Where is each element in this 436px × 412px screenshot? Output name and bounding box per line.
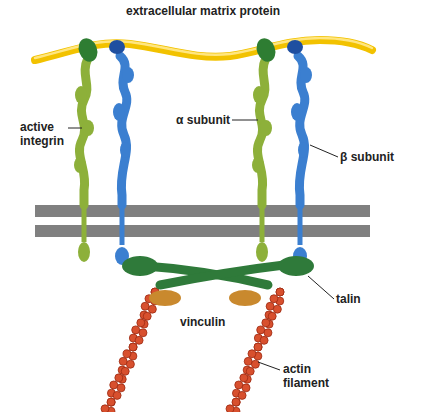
actin-bead bbox=[107, 398, 115, 406]
talin-head bbox=[122, 256, 158, 276]
actin-bead bbox=[244, 357, 252, 365]
vinculin-shape bbox=[229, 290, 261, 306]
leader-line bbox=[68, 128, 82, 129]
leader-line bbox=[308, 276, 334, 299]
actin-bead bbox=[232, 398, 240, 406]
actin-bead bbox=[135, 336, 143, 344]
actin-bead bbox=[254, 343, 262, 351]
actin-bead bbox=[257, 326, 265, 334]
actin-bead bbox=[240, 374, 248, 382]
actin-bead bbox=[115, 374, 123, 382]
actin-bead bbox=[270, 295, 278, 303]
actin-bead bbox=[264, 329, 272, 337]
actin-bead bbox=[266, 302, 274, 310]
leader-line bbox=[310, 145, 338, 157]
actin-bead bbox=[276, 288, 284, 296]
actin-filaments bbox=[101, 288, 284, 412]
part-label: active integrin bbox=[20, 120, 70, 148]
actin-bead bbox=[119, 357, 127, 365]
actin-bead bbox=[242, 384, 250, 392]
leader-line bbox=[232, 120, 258, 121]
leader-line bbox=[258, 362, 280, 370]
actin-bead bbox=[148, 305, 156, 313]
part-label: α subunit bbox=[176, 113, 230, 127]
actin-bead bbox=[246, 367, 254, 375]
actin-bead bbox=[129, 343, 137, 351]
part-label: actin filament bbox=[283, 362, 337, 390]
integrin-pair-left bbox=[74, 36, 134, 265]
actin-bead bbox=[139, 329, 147, 337]
actin-bead bbox=[143, 312, 151, 320]
actin-bead bbox=[268, 312, 276, 320]
actin-bead bbox=[260, 336, 268, 344]
leader-lines bbox=[68, 120, 338, 370]
actin-bead bbox=[123, 350, 131, 358]
actin-bead bbox=[126, 360, 134, 368]
integrin-pair-right bbox=[252, 36, 312, 265]
talin-rod bbox=[160, 264, 292, 285]
part-label: extracellular matrix protein bbox=[126, 4, 280, 18]
actin-bead bbox=[107, 398, 115, 406]
actin-bead bbox=[110, 381, 118, 389]
actin-bead bbox=[235, 381, 243, 389]
talin-head bbox=[278, 256, 314, 276]
actin-bead bbox=[276, 288, 284, 296]
actin-bead bbox=[121, 367, 129, 375]
vinculin-shape bbox=[149, 290, 181, 306]
part-label: talin bbox=[336, 292, 361, 306]
actin-bead bbox=[132, 326, 140, 334]
part-label: vinculin bbox=[180, 315, 225, 329]
actin-bead bbox=[101, 405, 109, 412]
actin-bead bbox=[273, 305, 281, 313]
actin-bead bbox=[113, 391, 121, 399]
actin-bead bbox=[129, 343, 137, 351]
actin-bead bbox=[262, 319, 270, 327]
actin-bead bbox=[238, 391, 246, 399]
actin-bead bbox=[232, 398, 240, 406]
actin-bead bbox=[248, 350, 256, 358]
actin-bead bbox=[254, 343, 262, 351]
part-label: β subunit bbox=[340, 150, 394, 164]
actin-bead bbox=[117, 384, 125, 392]
actin-bead bbox=[226, 405, 234, 412]
actin-bead bbox=[137, 319, 145, 327]
actin-bead bbox=[251, 360, 259, 368]
actin-bead bbox=[141, 302, 149, 310]
